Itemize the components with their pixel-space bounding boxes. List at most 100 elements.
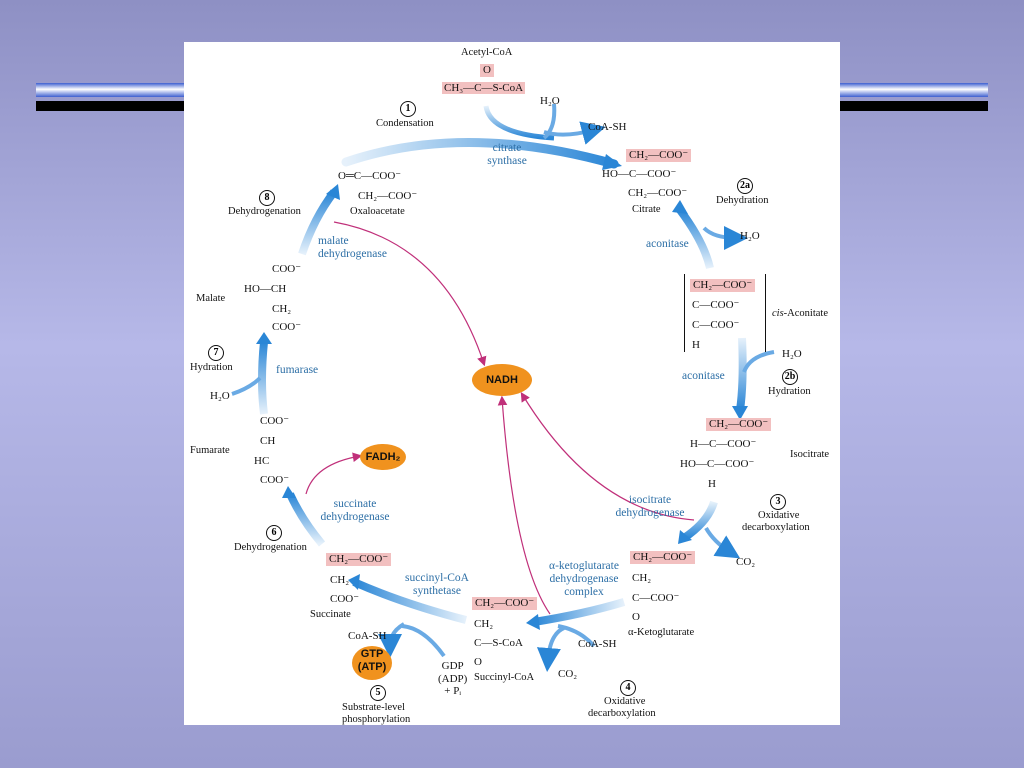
step-3-marker: 3 [770,494,786,510]
citrate-label: Citrate [632,204,661,215]
fumarate-line4: COO⁻ [260,474,290,486]
enzyme-succinyl-coa-synthetase: succinyl-CoA synthetase [405,572,469,597]
acetyl-coa-label: Acetyl-CoA [461,47,513,58]
enzyme-akg-dehydrogenase-complex: α-ketoglutarate dehydrogenase complex [549,560,619,598]
arrow-step5 [352,578,467,624]
atp-label: (ATP) [357,660,387,673]
co2-output-step3: CO₂ [736,556,756,568]
oxaloacetate-label: Oxaloacetate [350,206,405,217]
akg-line1: CH₂—COO⁻ [630,551,696,564]
gdp-line3: + Pᵢ [444,685,462,698]
enzyme-aconitase-2: aconitase [682,370,725,382]
enzyme-malate-dehydrogenase: malate dehydrogenase [318,235,387,260]
gdp-line2: (ADP) [438,672,468,685]
step-5-marker: 5 [370,685,386,701]
akg-line2: CH₂ [632,572,652,584]
step-4-label-line2: decarboxylation [588,708,656,719]
arrow-step4 [533,598,626,626]
step-1-marker: 1 [400,101,416,117]
succinate-line1: CH₂—COO⁻ [326,553,392,566]
enzyme-fumarase: fumarase [276,364,319,376]
coash-output-step5: CoA-SH [348,630,387,642]
cis-aconitate-bracket [684,274,766,352]
fadh2-arrow [305,452,363,495]
step-6-label: Dehydrogenation [234,542,307,553]
arrow-step1 [341,138,619,169]
succinate-line3: COO⁻ [330,593,360,605]
cis-aconitate-line4: H [692,339,700,351]
akg-label: α-Ketoglutarate [628,627,695,638]
step-4-marker: 4 [620,680,636,696]
cis-aconitate-line1: CH₂—COO⁻ [690,279,756,292]
step-6-marker: 6 [266,525,282,541]
coash-input-step4: CoA-SH [578,638,617,650]
step-7-marker: 7 [208,345,224,361]
h2o-input-step7: H₂O [210,390,230,402]
step-4-label-line1: Oxidative [604,696,646,707]
step-3-label-line2: decarboxylation [742,522,810,533]
fadh2-oval: FADH₂ [360,444,406,470]
nadh-oval: NADH [472,364,532,396]
enzyme-citrate-synthase: citrate synthase [487,142,527,167]
oxaloacetate-line2: CH₂—COO⁻ [358,190,418,202]
step-2b-marker: 2b [782,369,798,385]
akg-line4: O [632,611,640,623]
malate-label: Malate [196,293,226,304]
step-7-label: Hydration [190,362,233,373]
acetyl-coa-formula: CH₃—C—S-CoA [442,82,526,95]
cis-aconitate-line2: C—COO⁻ [692,299,740,311]
step-5-label-line1: Substrate-level [342,702,405,713]
isocitrate-label: Isocitrate [790,449,830,460]
gtp-label: GTP [360,648,384,660]
step-2a-label: Dehydration [716,195,769,206]
h2o-input-step1: H₂O [540,95,560,107]
succinyl-coa-line1: CH₂—COO⁻ [472,597,538,610]
succinate-line2: CH₂ [330,574,350,586]
citrate-line3: CH₂—COO⁻ [628,187,688,199]
gdp-input: GDP (ADP) + Pᵢ [438,660,467,698]
arrow-step6 [286,492,326,547]
cis-aconitate-label: cis-Aconitate [772,308,828,320]
malate-line4: COO⁻ [272,321,302,333]
step-2a-marker: 2a [737,178,753,194]
step-2b-label: Hydration [768,386,811,397]
succinyl-coa-label: Succinyl-CoA [474,672,535,683]
step-3-label-line1: Oxidative [758,510,800,521]
diagram-panel: Acetyl-CoA O CH₃—C—S-CoA 1 Condensation … [184,42,840,725]
akg-line3: C—COO⁻ [632,592,680,604]
step-8-label: Dehydrogenation [228,206,301,217]
isocitrate-line4: H [708,478,716,490]
gtp-atp-oval: GTP (ATP) [352,646,392,680]
acetyl-coa-carbonyl-o: O [480,64,494,77]
coash-output-step1: CoA-SH [588,121,627,133]
step-5-label-line2: phosphorylation [342,714,411,725]
isocitrate-line1: CH₂—COO⁻ [706,418,772,431]
fumarate-line3: HC [254,455,270,467]
isocitrate-line2: H—C—COO⁻ [690,438,757,450]
arrow-step3 [681,500,718,542]
step-1-label: Condensation [376,118,434,129]
step-8-marker: 8 [259,190,275,206]
fumarate-line2: CH [260,435,276,447]
enzyme-aconitase-1: aconitase [646,238,689,250]
oxaloacetate-line1: O═C—COO⁻ [338,170,402,182]
enzyme-isocitrate-dehydrogenase: isocitrate dehydrogenase [615,494,685,519]
malate-line3: CH₂ [272,303,292,315]
succinyl-coa-line3: C—S-CoA [474,637,523,649]
h2o-input-2b: H₂O [782,348,802,360]
arrow-step7 [258,341,268,415]
citrate-line1: CH₂—COO⁻ [626,149,692,162]
h2o-output-2a: H₂O [740,230,760,242]
co2-output-step4: CO₂ [558,668,578,680]
succinate-label: Succinate [310,609,351,620]
arrow-step2b [736,337,747,411]
cis-prefix: cis [772,308,784,319]
nadh-arrow-akg [497,395,551,615]
citrate-line2: HO—C—COO⁻ [602,168,677,180]
nadh-arrow-isocitrate [520,391,695,521]
arrow-step2a [676,207,714,269]
succinyl-coa-line4: O [474,656,482,668]
enzyme-succinate-dehydrogenase: succinate dehydrogenase [320,498,390,523]
malate-line2: HO—CH [244,283,287,295]
aconitate-name: -Aconitate [783,308,828,319]
